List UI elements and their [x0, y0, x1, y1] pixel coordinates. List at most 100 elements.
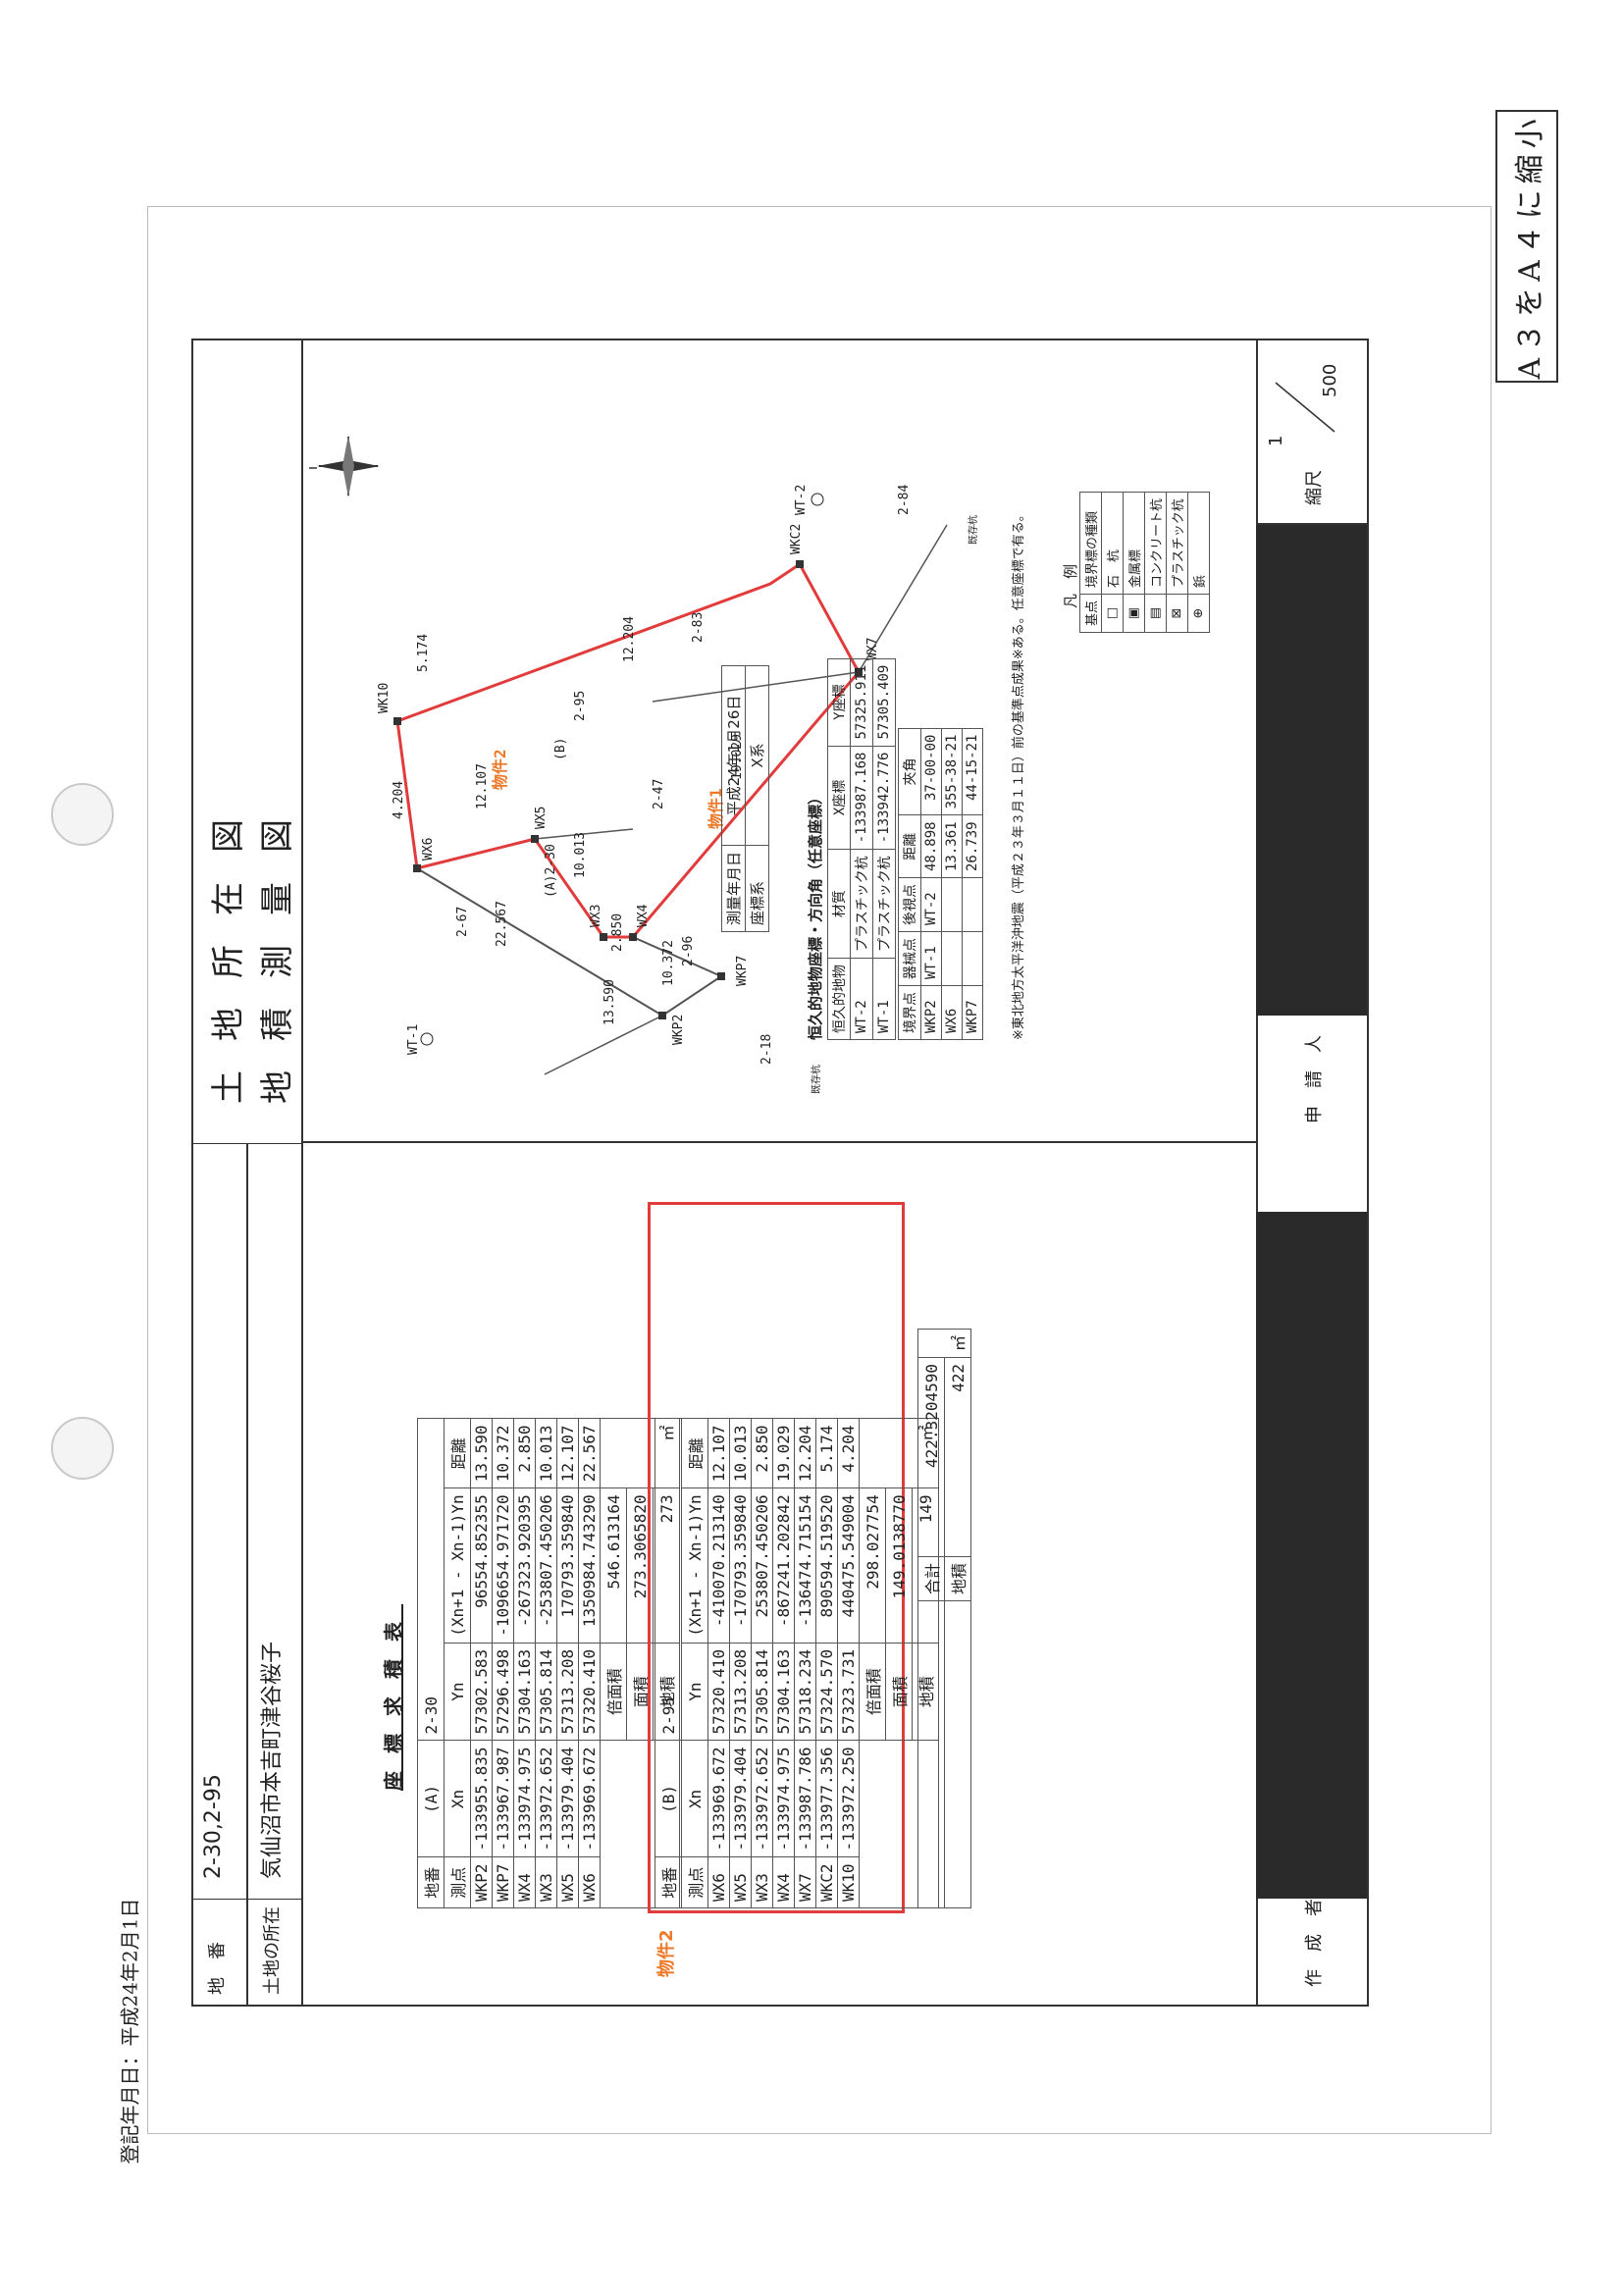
cell: WK10	[837, 1856, 860, 1908]
list-item: ⊠プラスチック杭	[1166, 492, 1188, 633]
cell: 10.013	[729, 1419, 752, 1488]
lot-line-a	[396, 720, 663, 1017]
registration-date: 登記年月日：平成24年2月1日	[118, 1898, 142, 2165]
calc-title: 座標求積表	[382, 1604, 405, 1791]
cell: -133969.672	[578, 1741, 601, 1857]
cell: 13.361	[941, 814, 963, 878]
table-a-h2: 2-30	[417, 1419, 445, 1741]
cell: 26.739	[962, 814, 983, 878]
label-wkp7: WKP7	[735, 956, 750, 986]
cell: 22.567	[578, 1419, 601, 1488]
cell: WX6	[707, 1856, 730, 1908]
legend-symbol-icon: □	[1101, 594, 1124, 633]
lot-value: 2-30,2-95	[201, 1774, 226, 1879]
table-a-h1: (A)	[417, 1741, 445, 1857]
cell: 57296.498	[492, 1643, 514, 1741]
cell: WT-1	[872, 958, 896, 1040]
dist-9: 19.029	[730, 734, 745, 780]
chiseki: 422	[944, 1357, 971, 1557]
point-wx7	[855, 668, 863, 676]
dist-6: 4.204	[392, 781, 406, 819]
coord-value: X系	[745, 665, 769, 846]
cell: -133974.975	[513, 1741, 536, 1857]
table-a-col: 距離	[444, 1419, 471, 1488]
cell: -133977.356	[815, 1741, 838, 1857]
perm-h: X座標	[827, 746, 851, 850]
reduction-note-text: A３をA４に縮小	[1513, 113, 1547, 380]
legend-label: コンクリート杭	[1144, 492, 1167, 595]
survey-date-label: 測量年月日	[721, 845, 746, 932]
cell: 4.204	[837, 1419, 860, 1488]
lot-line-d	[652, 671, 860, 703]
cell: 19.029	[772, 1419, 795, 1488]
legend-symbol-icon: ⊕	[1187, 594, 1210, 633]
dist-2: 13.590	[602, 979, 617, 1025]
perm-h: 器械点	[898, 931, 921, 986]
cell: 57325.911	[850, 658, 873, 747]
table-b-tag: 物件2	[656, 1929, 677, 1977]
sum: 422.3204590	[917, 1357, 945, 1557]
applicant-label: 申 請 人	[1304, 1035, 1325, 1123]
unit: ㎡	[917, 1329, 971, 1358]
cell: 12.107	[556, 1419, 579, 1488]
cell: 57305.814	[535, 1643, 557, 1741]
table-b-col: Xn	[681, 1741, 708, 1857]
label-wx7: WX7	[865, 638, 880, 660]
cell: 2.850	[751, 1419, 773, 1488]
cell: WKP7	[962, 985, 983, 1040]
redaction-bar-right	[1256, 525, 1367, 1016]
coord-table-b: 地番 (B) 2-95 測点 Xn Yn (Xn+1 - Xn-1)Yn 距離 …	[654, 1419, 939, 1909]
cell: 890594.519520	[815, 1487, 838, 1644]
table-b-col: 測点	[681, 1856, 708, 1908]
label-wkc2: WKC2	[789, 524, 804, 554]
cell: -133955.835	[470, 1741, 493, 1857]
cell: 57323.731	[837, 1643, 860, 1741]
label-267: 2-67	[455, 907, 470, 937]
reduction-note: A３をA４に縮小	[1495, 110, 1558, 383]
legend-symbol-icon: ▤	[1144, 594, 1167, 633]
cell: 57324.570	[815, 1643, 838, 1741]
list-item: ⊕鋲	[1187, 492, 1210, 633]
cell: 37-00-00	[920, 728, 942, 815]
legend-label: 石 杭	[1101, 492, 1124, 595]
cell: -867241.202842	[772, 1487, 795, 1644]
table-a-col: (Xn+1 - Xn-1)Yn	[444, 1487, 471, 1644]
title-line1: 土地所在図	[209, 790, 248, 1104]
legend-title: 凡 例	[1062, 563, 1079, 608]
chiseki-label: 地積	[944, 1556, 971, 1601]
cell: -410070.213140	[707, 1487, 730, 1644]
cell: WX6	[941, 985, 963, 1040]
cell: 10.372	[492, 1419, 514, 1488]
cell: 57318.234	[794, 1643, 816, 1741]
legend-h: 基点	[1079, 594, 1102, 633]
point-wx4	[629, 933, 637, 941]
dist-4: 10.013	[573, 832, 588, 878]
label-247: 2-47	[652, 779, 666, 809]
site-map: WT-1 WT-2 WX6 WK10 WKC2 WX5 WX3 WX4 WX7 …	[309, 435, 979, 1094]
cell: WX5	[556, 1856, 579, 1908]
cell: WX4	[513, 1856, 536, 1908]
cell: 57313.208	[729, 1643, 752, 1741]
label-wk10: WK10	[377, 683, 392, 713]
point-wkp7	[717, 972, 725, 980]
label-296: 2-96	[681, 936, 696, 966]
cell: WX3	[751, 1856, 773, 1908]
cell: 57304.163	[513, 1643, 536, 1741]
cell: -133969.672	[707, 1741, 730, 1857]
table-a-col: Xn	[444, 1741, 471, 1857]
cell: 57305.814	[751, 1643, 773, 1741]
table-b-col: Yn	[681, 1643, 708, 1741]
cell	[962, 931, 983, 986]
area: 149.0138770	[885, 1487, 913, 1644]
cell: 355-38-21	[941, 728, 963, 815]
